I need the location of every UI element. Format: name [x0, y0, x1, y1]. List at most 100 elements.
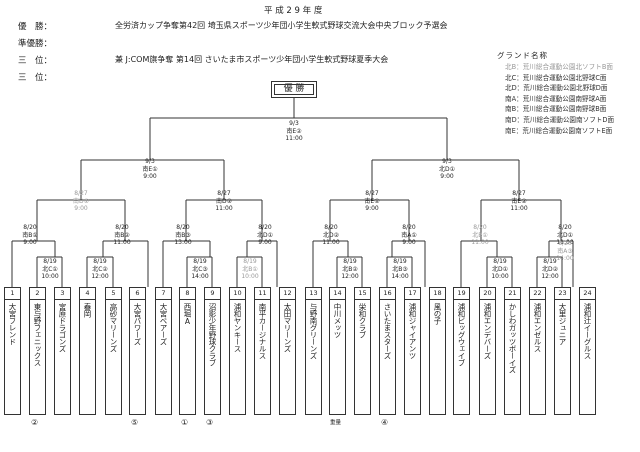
match-date: 8/19 — [343, 258, 357, 265]
match-venue: 北D① — [492, 265, 508, 273]
team-name: 西堀A — [183, 303, 192, 326]
match-venue: 北C② — [92, 265, 108, 273]
team-note: ① — [181, 418, 189, 427]
match-venue: 南E① — [142, 165, 158, 173]
match-time: 12:00 — [541, 273, 559, 281]
team-note: ④ — [381, 418, 389, 427]
match-time: 9:00 — [23, 239, 37, 247]
match-venue: 北B① — [242, 265, 258, 273]
match-date: 8/19 — [93, 258, 107, 265]
match-time: 11:00 — [471, 239, 489, 247]
team-name: 東与野フェニックス — [33, 303, 42, 366]
match-venue: 北D① — [439, 165, 455, 173]
match-venue: 南E② — [286, 127, 302, 135]
match-venue: 北D① — [557, 231, 573, 239]
label-runner-up: 準優勝： — [18, 39, 53, 49]
team-name: 浦和エンデバーズ — [483, 303, 492, 359]
team-name: さいたまスターズ — [383, 303, 392, 359]
team-number: 7 — [156, 288, 171, 300]
match-date: 8/19 — [543, 258, 557, 265]
match-venue: 北B① — [472, 231, 488, 239]
match-time: 11:00 — [215, 205, 233, 213]
team-number: 3 — [55, 288, 70, 300]
label-third-2: 三 位： — [18, 73, 53, 83]
grounds-title: グランド名称 — [497, 51, 548, 60]
match-date: 8/20 — [176, 224, 190, 231]
team-name: 南平カージナルス — [258, 303, 267, 359]
match-venue: 北D① — [257, 231, 273, 239]
match-time: 9:00 — [440, 173, 454, 181]
team-name: 風の子 — [433, 303, 442, 324]
team-number: 23 — [555, 288, 570, 300]
match-date: 9/3 — [145, 158, 155, 165]
match-date: 8/20 — [23, 224, 37, 231]
team-number: 19 — [454, 288, 469, 300]
team-number: 17 — [405, 288, 420, 300]
team-note: 重量 — [330, 420, 342, 426]
team-name: 大里ジュニア — [558, 303, 567, 345]
team-number: 9 — [205, 288, 220, 300]
match-date: 8/27 — [74, 190, 88, 197]
team-box: 12 太田マリーンズ — [279, 287, 296, 415]
team-box: 16 さいたまスターズ — [379, 287, 396, 415]
team-name: 浦和辻イーグルス — [583, 303, 592, 359]
match-date: 8/19 — [193, 258, 207, 265]
team-name: 太田マリーンズ — [283, 303, 292, 352]
match-date: 9/3 — [442, 158, 452, 165]
match-venue: 北D② — [323, 231, 339, 239]
team-name: 与野南グリーンズ — [309, 303, 318, 359]
team-note: ② — [31, 418, 39, 427]
match-venue: 南E② — [511, 197, 527, 205]
match-date: 8/20 — [324, 224, 338, 231]
match-date: 8/19 — [43, 258, 57, 265]
label-third-1: 三 位： — [18, 56, 53, 66]
team-number: 1 — [5, 288, 20, 300]
team-name: 高砂マリーンズ — [109, 303, 118, 352]
team-number: 14 — [330, 288, 345, 300]
team-name: 浦和ジャイアンツ — [408, 303, 417, 359]
match-date: 8/20 — [558, 240, 572, 247]
team-name: 大宮フレンド — [8, 303, 17, 345]
match-venue: 南E① — [364, 197, 380, 205]
match-date: 8/20 — [115, 224, 129, 231]
match-date: 8/19 — [243, 258, 257, 265]
team-number: 12 — [280, 288, 295, 300]
match-date: 8/20 — [402, 224, 416, 231]
match-date: 8/19 — [493, 258, 507, 265]
match-date: 9/3 — [289, 120, 299, 127]
match-time: 10:00 — [241, 273, 259, 281]
team-number: 22 — [530, 288, 545, 300]
team-name: 浦和エンゼルス — [533, 303, 542, 352]
match-venue: 北D② — [542, 265, 558, 273]
tournament-subtitle: 兼 J:COM旗争奪 第14回 さいたま市スポーツ少年団小学生軟式野球夏季大会 — [115, 55, 389, 64]
match-venue: 北B② — [342, 265, 358, 273]
match-time: 11:00 — [510, 205, 528, 213]
match-date: 8/19 — [393, 258, 407, 265]
team-number: 16 — [380, 288, 395, 300]
